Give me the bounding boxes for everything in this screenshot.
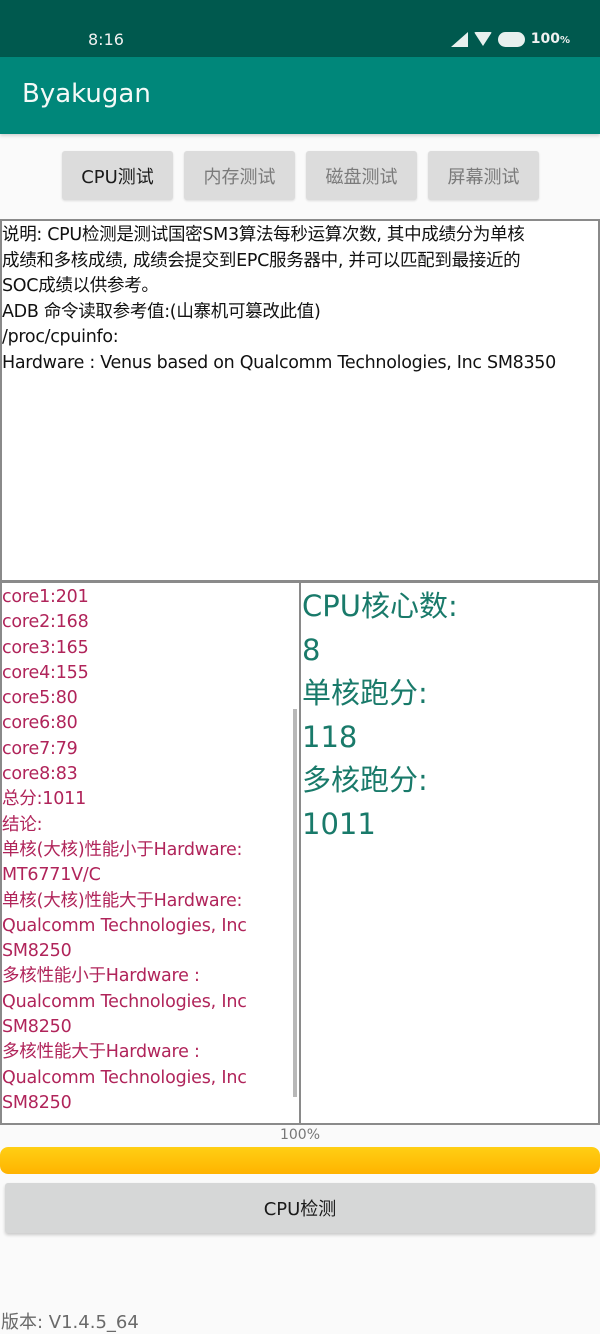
status-time: 8:16 — [88, 30, 124, 49]
conclusion-line: Qualcomm Technologies, Inc — [2, 991, 247, 1012]
hardware-info: Hardware : Venus based on Qualcomm Techn… — [2, 352, 556, 373]
progress-fill — [0, 1147, 600, 1174]
status-icons: 100% — [450, 31, 570, 47]
app-title: Byakugan — [22, 79, 151, 109]
conclusion-label: 结论: — [2, 814, 43, 835]
tab-disk-test[interactable]: 磁盘测试 — [306, 151, 417, 200]
version-label: 版本: V1.4.5_64 — [1, 1312, 139, 1333]
description-box: 说明: CPU检测是测试国密SM3算法每秒运算次数, 其中成绩分为单核 成绩和多… — [0, 219, 600, 582]
progress-bar — [0, 1147, 600, 1174]
core-score-1: core1:201 — [2, 587, 89, 607]
core-count-label: CPU核心数: — [302, 589, 458, 623]
core-results-panel[interactable]: core1:201 core2:168 core3:165 core4:155 … — [0, 581, 301, 1125]
test-tabs: CPU测试 内存测试 磁盘测试 屏幕测试 — [62, 151, 539, 200]
tab-screen-test[interactable]: 屏幕测试 — [428, 151, 539, 200]
multi-core-label: 多核跑分: — [302, 763, 428, 797]
conclusion-line: 多核性能小于Hardware : — [2, 966, 200, 987]
conclusion-line: Qualcomm Technologies, Inc — [2, 915, 247, 936]
app-bar: Byakugan — [0, 57, 600, 134]
core-score-5: core5:80 — [2, 688, 78, 709]
conclusion-line: 单核(大核)性能大于Hardware: — [2, 890, 243, 911]
conclusion-line: SM8250 — [2, 1092, 72, 1113]
wifi-icon — [473, 32, 492, 46]
single-core-label: 单核跑分: — [302, 676, 428, 710]
summary-stats: CPU核心数: 8 单核跑分: 118 多核跑分: 1011 — [301, 583, 598, 846]
signal-icon — [450, 31, 468, 47]
core-score-3: core3:165 — [2, 637, 89, 658]
core-score-4: core4:155 — [2, 662, 89, 683]
status-bar: 8:16 100% — [0, 0, 600, 57]
description-line: 成绩和多核成绩, 成绩会提交到EPC服务器中, 并可以匹配到最接近的 — [2, 250, 521, 271]
total-score: 总分:1011 — [2, 789, 87, 810]
tab-memory-test[interactable]: 内存测试 — [184, 151, 295, 200]
adb-reference-label: ADB 命令读取参考值:(山寨机可篡改此值) — [2, 301, 321, 322]
core-count-value: 8 — [302, 632, 321, 667]
conclusion-line: 单核(大核)性能小于Hardware: — [2, 839, 243, 860]
conclusion-line: SM8250 — [2, 1017, 72, 1038]
tab-cpu-test[interactable]: CPU测试 — [62, 151, 173, 200]
battery-unit: % — [559, 35, 570, 46]
core-results-list: core1:201 core2:168 core3:165 core4:155 … — [2, 583, 299, 1116]
core-score-6: core6:80 — [2, 713, 78, 734]
core-score-8: core8:83 — [2, 764, 78, 785]
conclusion-line: Qualcomm Technologies, Inc — [2, 1067, 247, 1088]
conclusion-line: SM8250 — [2, 941, 72, 962]
core-score-7: core7:79 — [2, 738, 78, 759]
results-scrollbar[interactable] — [293, 709, 297, 1097]
summary-panel: CPU核心数: 8 单核跑分: 118 多核跑分: 1011 — [299, 581, 600, 1125]
battery-icon — [497, 31, 525, 47]
cpu-detect-button[interactable]: CPU检测 — [5, 1183, 595, 1233]
description-line: SOC成绩以供参考。 — [2, 276, 159, 296]
conclusion-line: 多核性能大于Hardware : — [2, 1042, 200, 1063]
cpuinfo-path: /proc/cpuinfo: — [2, 327, 119, 347]
results-area: core1:201 core2:168 core3:165 core4:155 … — [0, 581, 600, 1125]
battery-level: 100% — [531, 31, 570, 47]
single-core-score: 118 — [302, 719, 358, 754]
progress-label: 100% — [279, 1127, 321, 1143]
battery-percent: 100 — [530, 31, 560, 47]
description-line: 说明: CPU检测是测试国密SM3算法每秒运算次数, 其中成绩分为单核 — [2, 225, 525, 245]
core-score-2: core2:168 — [2, 612, 89, 633]
conclusion-line: MT6771V/C — [2, 865, 101, 886]
multi-core-score: 1011 — [302, 806, 376, 841]
